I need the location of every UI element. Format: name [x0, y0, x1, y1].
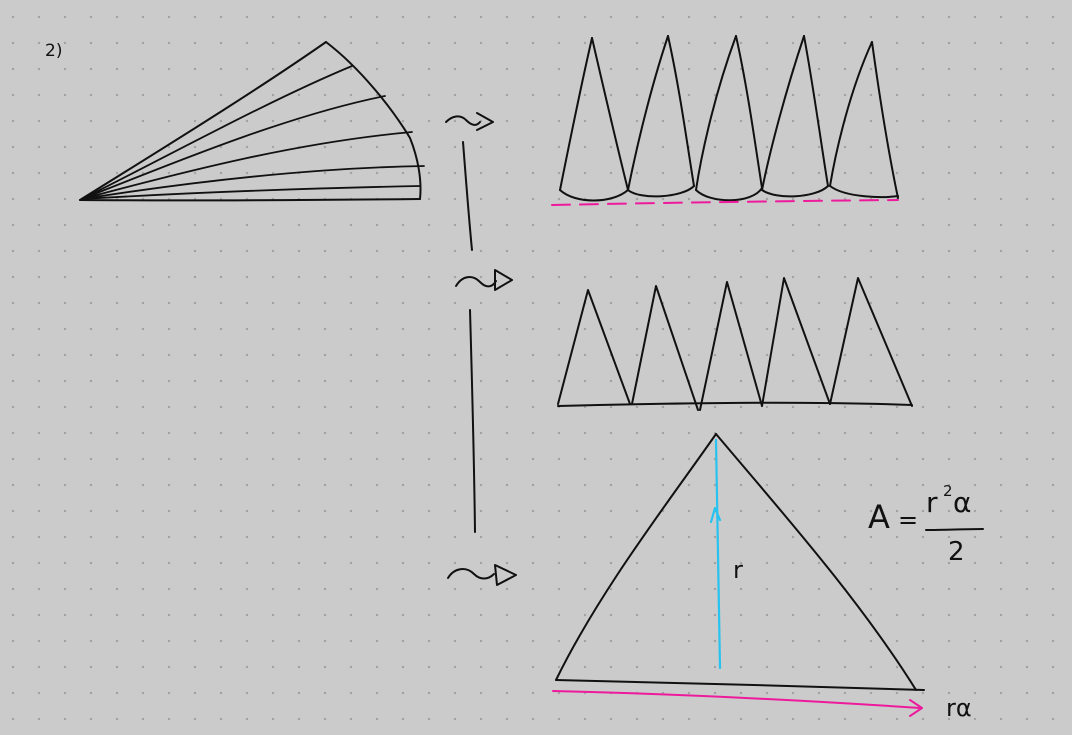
arrow-head-icon [494, 269, 513, 291]
slice-triangle [699, 281, 763, 411]
sector-slice-line [81, 185, 421, 200]
separator-line [469, 309, 476, 533]
base-arrow [552, 690, 921, 709]
sector-upper-edge [79, 41, 327, 201]
sector-slice-line [81, 165, 425, 200]
arrow-head-icon [494, 564, 517, 586]
separator-line [462, 141, 473, 251]
triangle-base [555, 679, 925, 691]
slice-edge [695, 35, 737, 191]
result-triangle: r rα [552, 433, 972, 722]
arrow-squiggle [455, 276, 497, 288]
sector-slice-line [81, 65, 353, 200]
slice-triangle [761, 277, 831, 407]
slice-arc [829, 185, 899, 198]
slice-arc [761, 185, 829, 198]
slice-edge [803, 35, 829, 187]
base-arrow-head-icon [909, 699, 923, 717]
row-baseline [557, 401, 913, 407]
formula-r: r [926, 486, 938, 519]
formula-equals: = [898, 506, 918, 534]
height-arrow [714, 438, 722, 670]
slice-base-dashed [551, 199, 899, 206]
slice-edge [627, 35, 669, 191]
slice-edge [829, 41, 873, 187]
formula-alpha: α [953, 486, 971, 519]
formula-fraction-bar [925, 528, 984, 531]
slice-arc [559, 189, 629, 202]
problem-number: 2) [45, 41, 62, 61]
slice-triangle [557, 289, 631, 405]
slice-arc [627, 185, 695, 198]
slice-triangle [829, 277, 913, 407]
sector-slice-line [81, 131, 413, 200]
formula-denominator: 2 [948, 537, 965, 567]
slice-edge [591, 37, 629, 191]
arrow-squiggle [447, 568, 495, 580]
triangle-right-side [715, 433, 917, 691]
transform-arrows [445, 112, 517, 586]
sector-lower-edge [79, 198, 421, 202]
slice-edge [667, 35, 695, 187]
sector-slice-line [81, 95, 386, 200]
height-label: r [733, 556, 743, 584]
triangle-left-side [555, 433, 717, 681]
slice-edge [559, 37, 593, 191]
sector-arc [325, 41, 422, 200]
circle-sector [79, 41, 425, 202]
slices-alternated-row [557, 277, 913, 411]
slice-edge [735, 35, 763, 189]
arrow-squiggle [445, 115, 481, 126]
slices-upright-row [551, 35, 899, 206]
arrow-head-icon [476, 112, 494, 131]
base-label: rα [946, 694, 972, 722]
slice-edge [761, 35, 805, 191]
area-formula: A = r 2 α 2 [868, 482, 984, 567]
slice-triangle [631, 285, 699, 411]
slice-arc [695, 187, 763, 202]
slice-edge [871, 41, 899, 199]
formula-exponent: 2 [943, 482, 953, 500]
formula-lhs: A [868, 498, 890, 536]
height-marker-icon [709, 506, 722, 524]
